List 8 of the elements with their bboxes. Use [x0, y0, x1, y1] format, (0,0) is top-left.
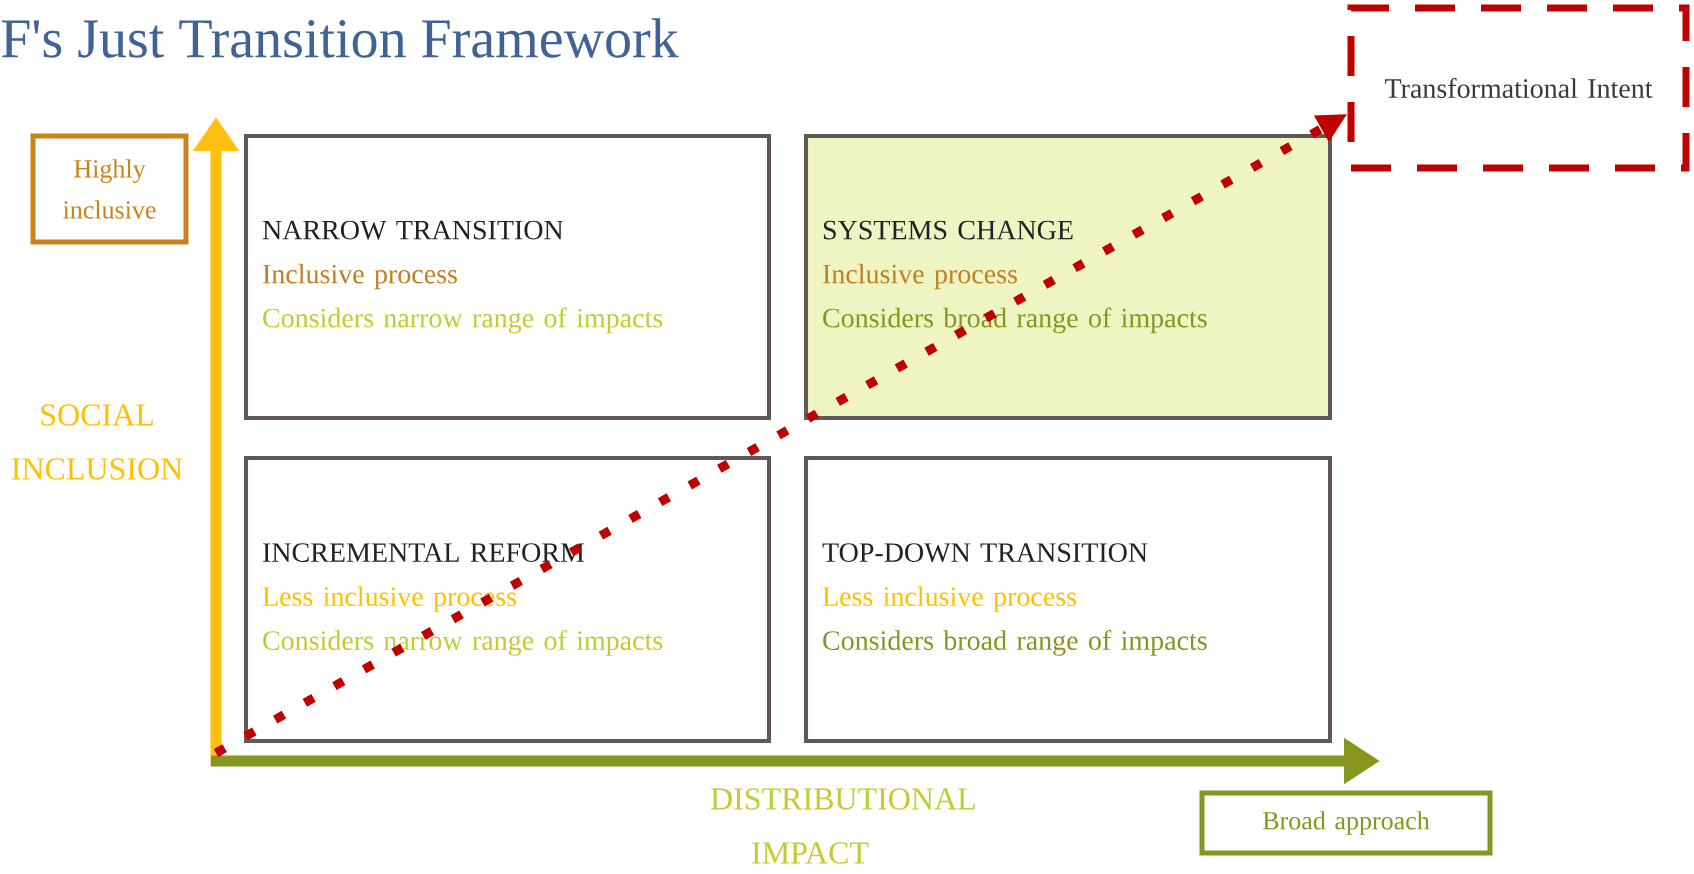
quadrant-box: TOP-DOWN TRANSITION Less inclusive process Considers broad range of impacts — [804, 456, 1332, 743]
title: F's Just Transition Framework — [1, 18, 679, 58]
quadrant-box: NARROW TRANSITION Inclusive process Considers narrow range of impacts — [244, 134, 771, 420]
axis-label: SOCIAL INCLUSION — [11, 404, 183, 480]
dashed-box: Transformational Intent — [1347, 4, 1690, 172]
axis-label: DISTRIBUTIONAL IMPACT — [710, 788, 975, 864]
label-box: Broad approach — [1199, 790, 1493, 856]
label-box: Highly inclusive — [30, 133, 189, 245]
